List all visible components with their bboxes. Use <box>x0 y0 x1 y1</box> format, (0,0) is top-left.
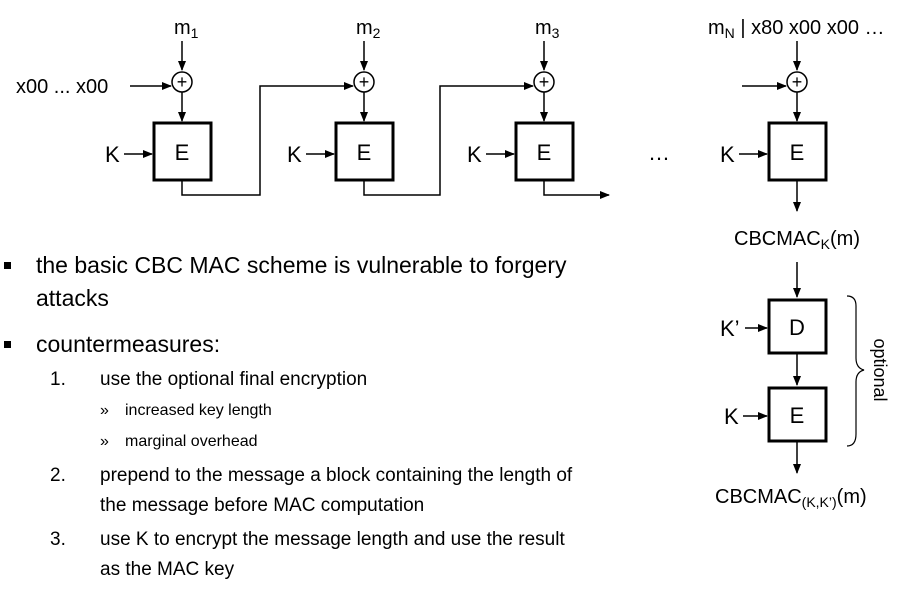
cbcmac-final-output-label: CBCMAC(K,K’)(m) <box>715 486 867 510</box>
key-label-1: K <box>105 142 120 167</box>
iv-label: x00 ... x00 <box>16 76 108 98</box>
optional-brace <box>846 295 865 447</box>
svg-text:E: E <box>537 140 552 165</box>
encrypt-block-2: E <box>334 121 395 182</box>
sub-bullet-marker: » <box>100 402 109 419</box>
bullet-text-line: attacks <box>36 285 109 311</box>
sub-bullet-marker: » <box>100 433 109 450</box>
final-encrypt-block: E <box>767 386 828 443</box>
svg-text:+: + <box>359 72 370 92</box>
bullet-text-line: countermeasures: <box>36 331 221 357</box>
chain-arrow-1-to-2 <box>181 82 354 196</box>
key2-label: K’ <box>720 316 740 341</box>
key-label-3: K <box>467 142 482 167</box>
countermeasure-text-line: use K to encrypt the message length and … <box>100 529 565 550</box>
key-label-final: K <box>724 404 739 429</box>
key-label-n: K <box>720 142 735 167</box>
cbcmac-output-label: CBCMACK(m) <box>734 228 860 252</box>
svg-text:E: E <box>790 140 805 165</box>
countermeasure-number: 1. <box>50 369 66 390</box>
svg-text:+: + <box>539 72 550 92</box>
message-3-label: m3 <box>535 17 560 41</box>
svg-text:E: E <box>357 140 372 165</box>
last-message-label: mN | x80 x00 x00 … <box>708 17 885 41</box>
svg-text:+: + <box>792 72 803 92</box>
countermeasure-number: 2. <box>50 465 66 486</box>
message-1-label: m1 <box>174 17 199 41</box>
countermeasure-text-line: use the optional final encryption <box>100 369 368 390</box>
encrypt-block-1: E <box>152 121 213 182</box>
countermeasure-text-line: the message before MAC computation <box>100 495 425 516</box>
countermeasure-text-line: prepend to the message a block containin… <box>100 465 573 486</box>
xor-node-2: + <box>353 71 375 93</box>
encrypt-block-n: E <box>767 121 828 182</box>
encrypt-block-3: E <box>514 121 575 182</box>
sub-bullet-text: marginal overhead <box>125 433 258 450</box>
chain-ellipsis: … <box>648 140 670 165</box>
sub-bullet-text: increased key length <box>125 402 272 419</box>
message-2-label: m2 <box>356 17 381 41</box>
bullet-marker <box>4 341 11 348</box>
optional-label: optional <box>870 338 890 401</box>
key-label-2: K <box>287 142 302 167</box>
xor-node-1: + <box>171 71 193 93</box>
decrypt-block: D <box>767 298 828 355</box>
svg-text:+: + <box>177 72 188 92</box>
countermeasure-text-line: as the MAC key <box>100 559 235 580</box>
xor-node-3: + <box>533 71 555 93</box>
bullet-marker <box>4 262 11 269</box>
countermeasure-number: 3. <box>50 529 66 550</box>
chain-arrow-2-to-3 <box>363 82 534 196</box>
bullet-text-line: the basic CBC MAC scheme is vulnerable t… <box>36 252 567 278</box>
svg-text:D: D <box>789 315 805 340</box>
svg-text:E: E <box>175 140 190 165</box>
xor-node-n: + <box>786 71 808 93</box>
chain-arrow-3-out <box>543 180 610 199</box>
svg-text:E: E <box>790 403 805 428</box>
